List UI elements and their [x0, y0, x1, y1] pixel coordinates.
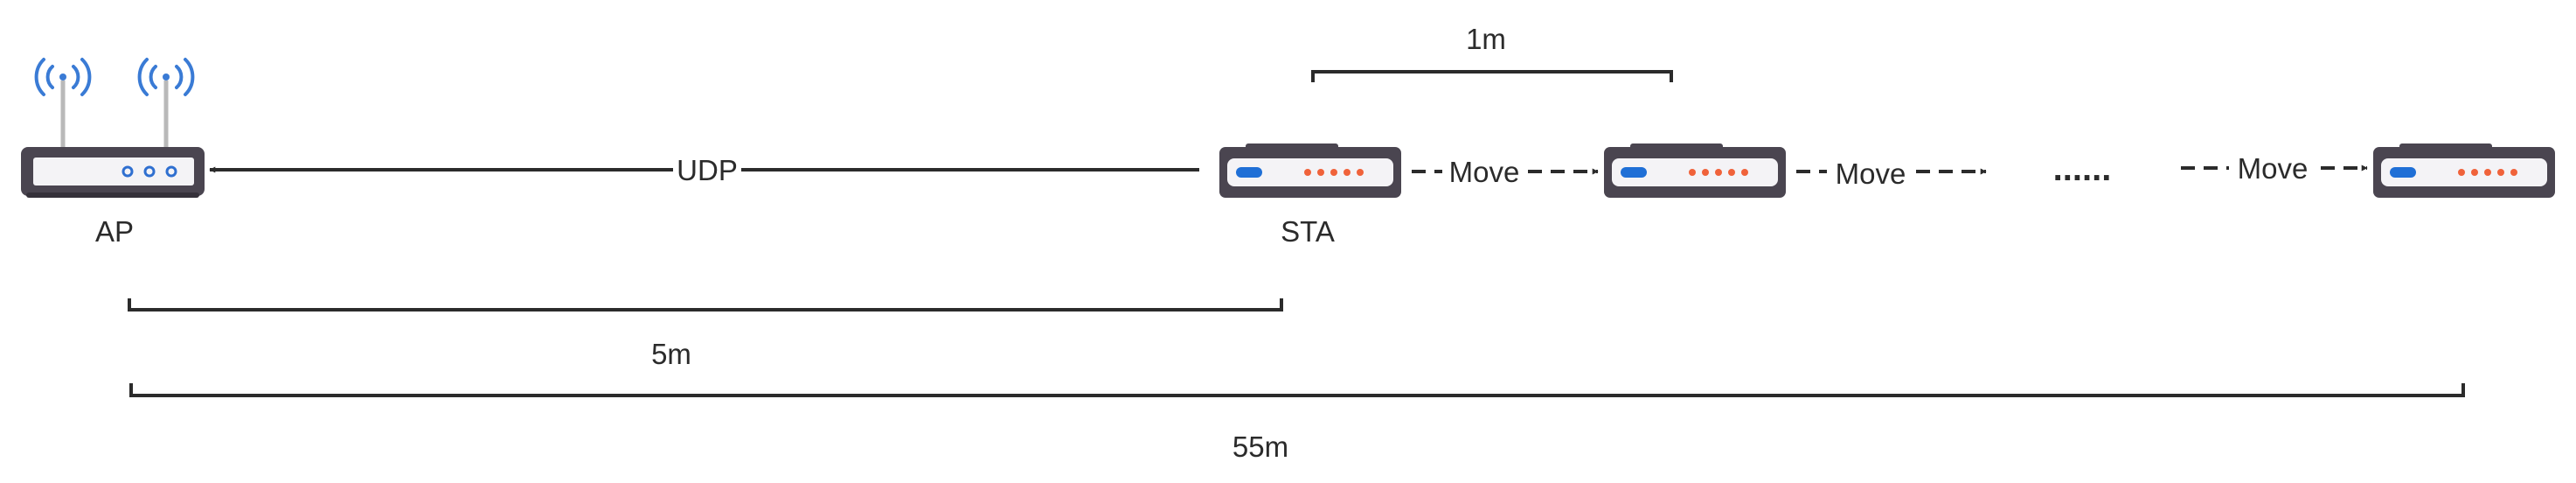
move-label: Move: [1836, 158, 1906, 190]
sta-device-icon: [1604, 144, 1786, 198]
bracket-1m: [1311, 70, 1673, 82]
bracket-55m: [129, 383, 2465, 397]
move-arrow: Move: [1796, 158, 1987, 190]
udp-label: UDP: [677, 154, 738, 186]
ap-label: AP: [95, 215, 134, 248]
sta-device-icon: [2373, 144, 2555, 198]
move-label: Move: [1449, 156, 1520, 188]
wifi-signal-icon: [34, 58, 92, 96]
ap-router-icon: [21, 58, 205, 198]
sta-label: STA: [1281, 215, 1335, 248]
wifi-signal-icon: [137, 58, 195, 96]
move-arrow: Move: [2181, 152, 2368, 185]
move-label: Move: [2238, 152, 2309, 185]
distance-5m-label: 5m: [651, 338, 691, 370]
ellipsis: ......: [2053, 150, 2112, 188]
bracket-5m: [128, 298, 1283, 312]
distance-1m-label: 1m: [1466, 23, 1506, 55]
sta-device-icon: [1219, 144, 1401, 198]
move-arrow: Move: [1412, 156, 1599, 188]
distance-55m-label: 55m: [1232, 430, 1288, 463]
